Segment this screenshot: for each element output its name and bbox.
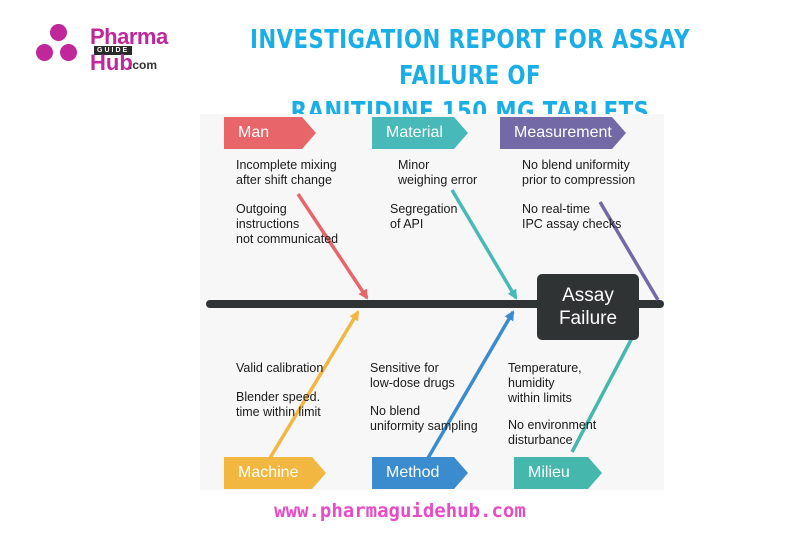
category-measurement: Measurement — [500, 117, 626, 149]
effect-line-2: Failure — [558, 308, 618, 329]
footer-url: www.pharmaguidehub.com — [274, 500, 526, 522]
machine-cause-1: Valid calibration — [236, 361, 324, 375]
logo-dot — [60, 44, 77, 61]
category-method: Method — [372, 457, 468, 489]
title-line-1: INVESTIGATION REPORT FOR ASSAY FAILURE O… — [249, 25, 691, 91]
logo-dot — [36, 44, 53, 61]
category-material: Material — [372, 117, 468, 149]
effect-line-1: Assay — [562, 285, 614, 306]
category-milieu: Milieu — [514, 457, 602, 489]
category-machine: Machine — [224, 457, 326, 489]
material-bone — [450, 189, 518, 300]
fishbone-diagram: Man Material Measurement Machine Method … — [200, 114, 664, 490]
logo-hub: Hub — [90, 50, 133, 75]
milieu-bone — [570, 337, 634, 453]
effect-box: Assay Failure — [537, 274, 639, 340]
machine-cause-2: Blender speed.time within limit — [236, 390, 321, 419]
man-bone — [296, 193, 369, 300]
method-bone — [426, 310, 515, 459]
logo-com: .com — [129, 58, 158, 72]
measurement-bone — [598, 201, 660, 301]
logo-guide: GUIDE — [94, 46, 133, 55]
logo-pharma: Pharma — [90, 24, 168, 49]
machine-bone — [268, 310, 360, 459]
logo-dot — [50, 24, 67, 41]
category-man: Man — [224, 117, 316, 149]
logo: Pharma GUIDE Hub .com — [36, 24, 168, 75]
